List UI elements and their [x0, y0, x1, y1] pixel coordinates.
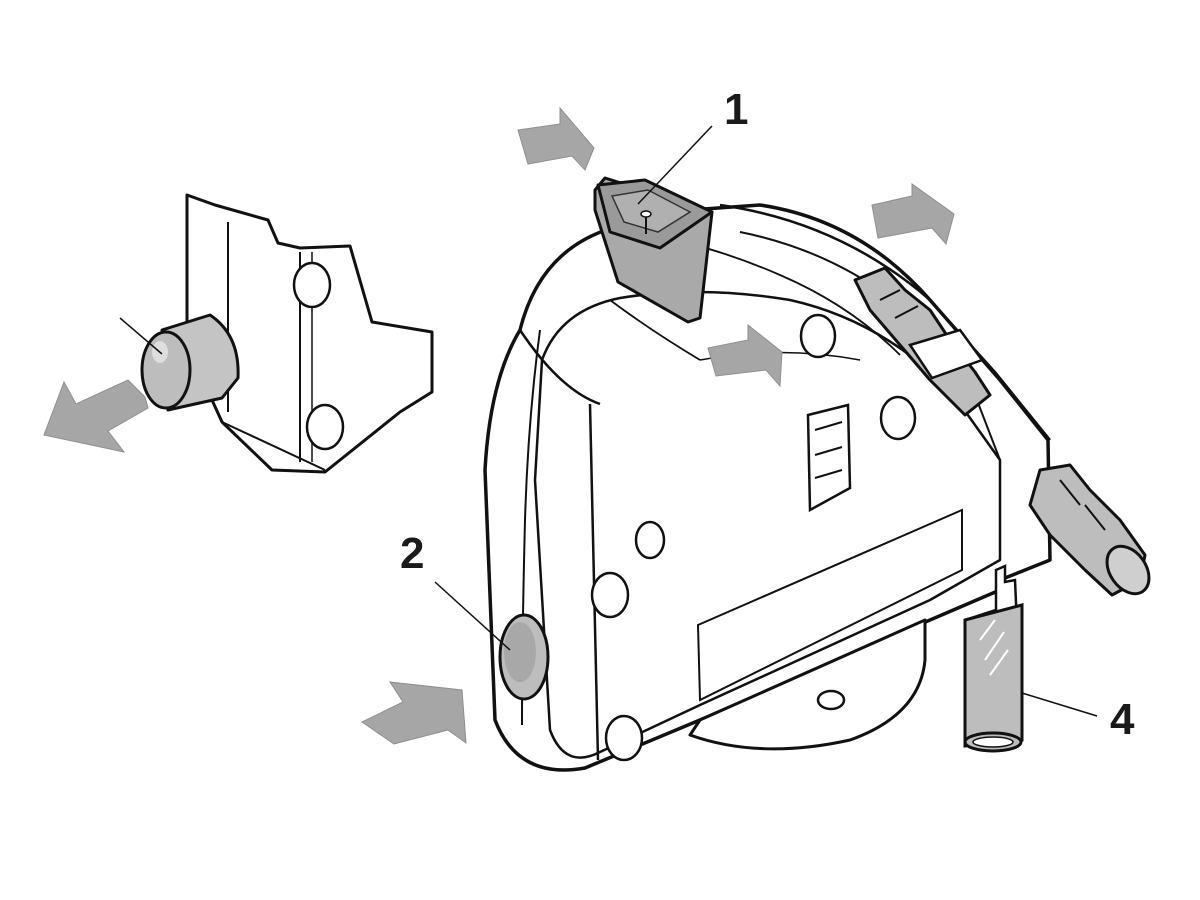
arrow-icon: [707, 323, 783, 388]
screw-hole: [799, 313, 837, 359]
detail-leader-line: [119, 317, 163, 355]
leader-line-2: [434, 581, 511, 651]
front-release-button: [498, 613, 550, 701]
hose-connector-lower: [1028, 463, 1151, 597]
callout-number-2: 2: [400, 529, 425, 578]
outlet-tube: [963, 564, 1024, 753]
leader-line-4: [1021, 692, 1098, 717]
arrow-icon: [43, 379, 149, 453]
screw-hole: [590, 571, 630, 619]
callout-number-1: 1: [724, 85, 749, 134]
screw-hole: [879, 395, 917, 441]
base-mounting-hole: [816, 689, 846, 711]
callout-number-4: 4: [1110, 695, 1135, 744]
arrow-icon: [517, 106, 595, 171]
top-release-knob: [593, 176, 714, 324]
arrow-icon: [361, 681, 467, 745]
arrow-icon: [871, 183, 955, 246]
base-plate: [688, 618, 927, 751]
hose-connector-upper: [853, 266, 992, 417]
detail-screw-hole-bottom: [305, 403, 345, 451]
leader-line-1: [637, 125, 713, 205]
screw-hole: [604, 714, 644, 762]
slot-opening: [806, 403, 852, 513]
screw-hole: [634, 520, 666, 560]
detail-view-housing: [185, 193, 434, 474]
detail-release-button: [119, 313, 240, 412]
label-area: [696, 508, 963, 702]
detail-screw-hole-top: [292, 261, 332, 309]
